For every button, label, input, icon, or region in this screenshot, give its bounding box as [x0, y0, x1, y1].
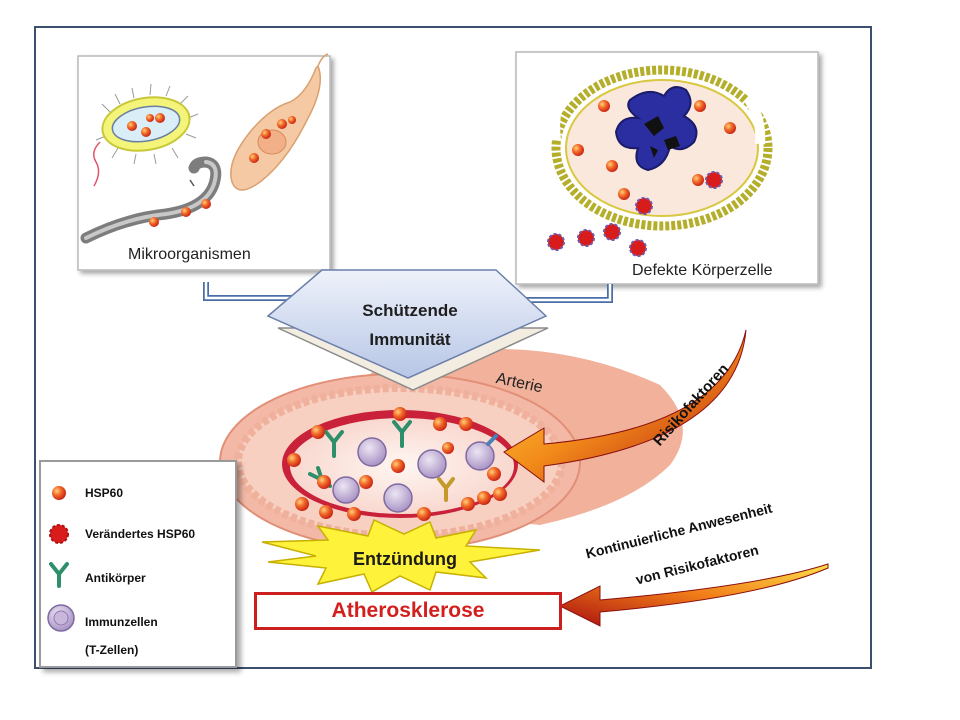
- immunity-label-line1: Schützende: [362, 301, 458, 320]
- defective-cell-caption: Defekte Körperzelle: [632, 262, 773, 279]
- immune-cell-nucleus: [53, 610, 69, 626]
- hsp60-icon: [572, 144, 584, 156]
- legend-label-altered-hsp60: Verändertes HSP60: [85, 527, 196, 541]
- risk-factors-arrow: [503, 329, 747, 483]
- hsp60-icon: [52, 486, 66, 500]
- legend-label-t-cells: (T-Zellen): [85, 643, 139, 657]
- immune-cells: [332, 437, 495, 513]
- hsp60-icon: [606, 160, 618, 172]
- immune-cell-icon: [383, 483, 413, 513]
- antibody-icon: [49, 562, 69, 588]
- bacterium-icon: [93, 83, 199, 187]
- atherosclerosis-box: [254, 592, 562, 630]
- atherosclerosis-label: Atherosklerose: [331, 599, 485, 622]
- altered-hsp60-icon: [705, 171, 723, 189]
- immunity-label-line2: Immunität: [369, 330, 451, 349]
- legend-label-immune-cells: Immunzellen: [85, 615, 158, 629]
- immune-cell-icon: [357, 437, 387, 467]
- protozoan-icon: [230, 53, 329, 191]
- hsp60-icon: [598, 100, 610, 112]
- altered-hsp60-icon: [547, 233, 565, 251]
- nucleus-icon: [614, 86, 698, 172]
- immune-cell-icon: [465, 441, 495, 471]
- hsp60-icon: [724, 122, 736, 134]
- altered-hsp60-icon: [49, 524, 69, 544]
- inflammation-burst: [261, 518, 541, 594]
- worm-icon: [80, 156, 222, 244]
- microorganisms-caption: Mikroorganismen: [128, 246, 251, 263]
- lumen-hsp60: [287, 407, 507, 521]
- antibody-icon: [324, 430, 344, 458]
- antibody-icon: [437, 477, 455, 502]
- legend-label-antibody: Antikörper: [85, 571, 146, 585]
- defective-cell-panel: [515, 51, 819, 285]
- immune-cell-icon: [332, 476, 360, 504]
- hsp60-icon: [692, 174, 704, 186]
- antibody-icon: [392, 420, 412, 448]
- antibodies: [308, 420, 498, 502]
- legend: HSP60 Verändertes HSP60 Antikörper Immun…: [39, 460, 237, 668]
- antibody-icon: [486, 434, 498, 446]
- altered-hsp60-icon: [629, 239, 647, 257]
- continuous-risk-arrow: [558, 563, 829, 627]
- hsp60-icon: [618, 188, 630, 200]
- immune-cell-icon: [417, 449, 447, 479]
- immunity-arrow: [266, 269, 549, 391]
- altered-hsp60-icon: [603, 223, 621, 241]
- microorganisms-panel: [77, 53, 331, 271]
- inflammation-label: Entzündung: [353, 549, 457, 569]
- legend-label-hsp60: HSP60: [85, 486, 124, 500]
- legend-icons: [47, 486, 75, 632]
- altered-hsp60-icon: [635, 197, 653, 215]
- hsp60-icon: [694, 100, 706, 112]
- altered-hsp60-icon: [577, 229, 595, 247]
